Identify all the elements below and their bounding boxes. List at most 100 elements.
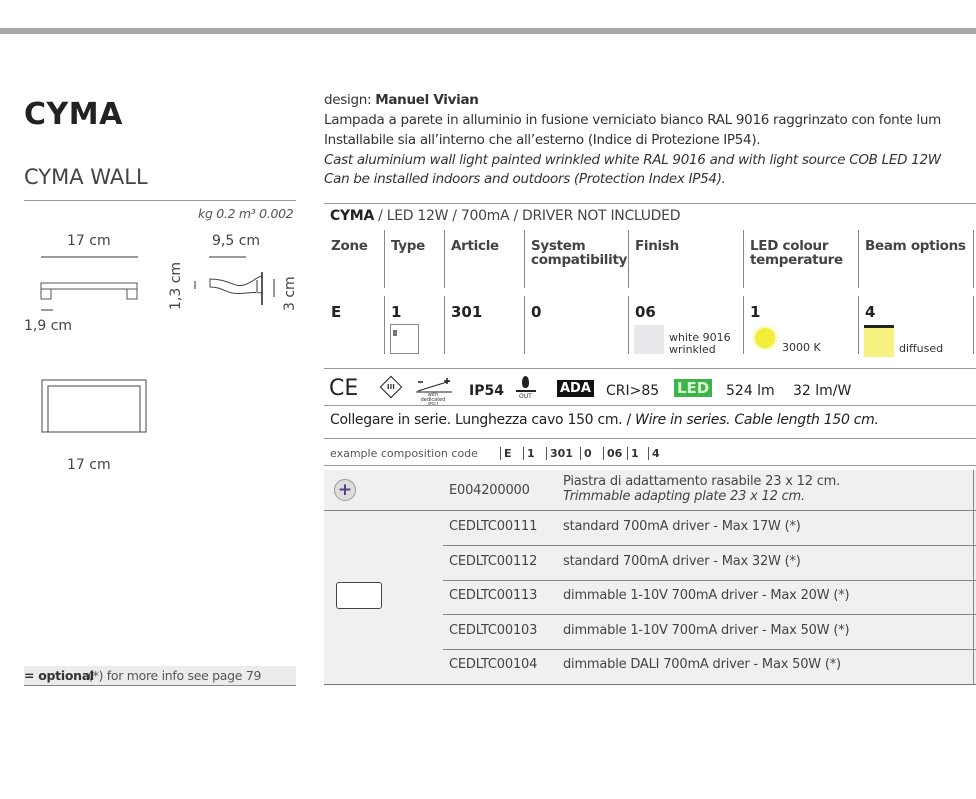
code-separator (603, 447, 604, 460)
header-type: Type (391, 238, 426, 254)
accessory-desc: standard 700mA driver - Max 17W (*) (563, 519, 801, 534)
code-separator (627, 447, 628, 460)
spec-details: / LED 12W / 700mA / DRIVER NOT INCLUDED (373, 208, 681, 224)
example-code: 301 (550, 447, 573, 460)
cri-value: CRI>85 (606, 383, 660, 399)
divider (973, 470, 974, 684)
designer: Manuel Vivian (375, 92, 479, 108)
header-led-colour-temperature: LED colour temperature (750, 238, 843, 268)
example-code: E (504, 447, 512, 460)
example-code: 1 (527, 447, 535, 460)
accessory-code: CEDLTC00113 (449, 588, 538, 603)
code-separator (580, 447, 581, 460)
value-led-colour-temperature: 1 (750, 303, 761, 321)
ada-badge: ADA (557, 380, 594, 397)
column-divider (628, 230, 629, 288)
dimmer-icon (416, 378, 452, 393)
row-divider (443, 648, 976, 650)
ce-mark-icon: CE (329, 376, 359, 401)
weight: kg 0.2 m³ 0.002 (198, 206, 294, 221)
product-drawing (40, 256, 275, 433)
row-divider (443, 545, 976, 546)
divider (324, 203, 976, 204)
column-divider (743, 296, 744, 354)
accessory-desc: dimmable 1-10V 700mA driver - Max 20W (*… (563, 588, 850, 603)
accessory-desc: standard 700mA driver - Max 32W (*) (563, 553, 801, 569)
example-code: 4 (652, 447, 660, 460)
column-divider (444, 230, 445, 288)
header-article: Article (451, 238, 499, 254)
code-separator (546, 447, 547, 460)
spec-line: CYMA / LED 12W / 700mA / DRIVER NOT INCL… (330, 208, 680, 224)
divider (24, 200, 296, 201)
optional-note: = optional (*) for more info see page 79 (24, 666, 296, 686)
header-beam-options: Beam options (865, 238, 966, 254)
column-divider (384, 230, 385, 288)
design-credit: design: Manuel Vivian (324, 92, 479, 108)
dim-side-height-small: 1,3 cm (168, 261, 184, 310)
class-label: III (387, 382, 395, 391)
divider (324, 438, 976, 439)
row-divider (443, 579, 976, 581)
column-divider (858, 296, 859, 354)
class-iii-icon: III (379, 375, 403, 399)
plus-icon: + (334, 479, 356, 501)
accessory-code: CEDLTC00112 (449, 553, 538, 569)
accessory-code: CEDLTC00111 (449, 519, 538, 534)
finish-swatch (634, 325, 664, 354)
code-separator (523, 447, 524, 460)
example-label: example composition code (330, 447, 478, 460)
optional-label: = optional (24, 668, 94, 683)
driver-icon (336, 582, 382, 609)
value-finish: 06 (635, 303, 656, 321)
divider (324, 465, 976, 466)
column-divider (858, 230, 859, 288)
column-divider (444, 296, 445, 354)
efficacy-value: 32 lm/W (793, 383, 852, 399)
column-divider (524, 230, 525, 288)
column-divider (524, 296, 525, 354)
wiring-it: Collegare in serie. Lunghezza cavo 150 c… (330, 412, 636, 428)
header-zone: Zone (331, 238, 368, 254)
divider (324, 368, 976, 369)
description-it-1: Lampada a parete in alluminio in fusione… (324, 112, 941, 128)
spec-name: CYMA (330, 208, 374, 224)
description-it-2: Installabile sia all’interno che all’est… (324, 132, 761, 148)
beam-icon (864, 325, 894, 357)
accessory-code: CEDLTC00104 (449, 657, 538, 672)
divider (324, 405, 976, 406)
example-code: 1 (631, 447, 639, 460)
wiring-note: Collegare in serie. Lunghezza cavo 150 c… (330, 412, 879, 428)
top-bar (0, 28, 976, 34)
beam-label: diffused (899, 342, 944, 355)
ip-rating: IP54 (469, 383, 504, 399)
header-system-compatibility: System compatibility (531, 238, 628, 268)
row-divider (443, 614, 976, 615)
column-divider (384, 296, 385, 354)
dim-front-height: 1,9 cm (24, 318, 73, 334)
dim-top-width: 17 cm (67, 457, 111, 473)
type-icon (390, 324, 419, 354)
column-divider (743, 230, 744, 288)
value-zone: E (331, 303, 342, 321)
led-badge: LED (674, 379, 713, 397)
column-divider (628, 296, 629, 354)
led-label: 3000 K (782, 341, 821, 354)
code-separator (648, 447, 649, 460)
wiring-en: Wire in series. Cable length 150 cm. (635, 412, 879, 428)
design-label: design: (324, 92, 372, 108)
accessory-code: CEDLTC00103 (449, 622, 538, 638)
value-system-compatibility: 0 (531, 303, 542, 321)
description-en-2: Can be installed indoors and outdoors (P… (324, 171, 726, 187)
divider (324, 510, 976, 511)
description-en-1: Cast aluminium wall light painted wrinkl… (324, 152, 941, 168)
accessory-code: E004200000 (449, 483, 530, 498)
accessory-desc-it: Piastra di adattamento rasabile 23 x 12 … (563, 474, 841, 489)
value-beam-options: 4 (865, 303, 876, 321)
out-label: OUT (519, 393, 532, 400)
dim-side-height: 3 cm (282, 276, 298, 311)
value-article: 301 (451, 303, 483, 321)
header-finish: Finish (635, 238, 679, 254)
code-separator (500, 447, 501, 460)
example-code: 0 (584, 447, 592, 460)
